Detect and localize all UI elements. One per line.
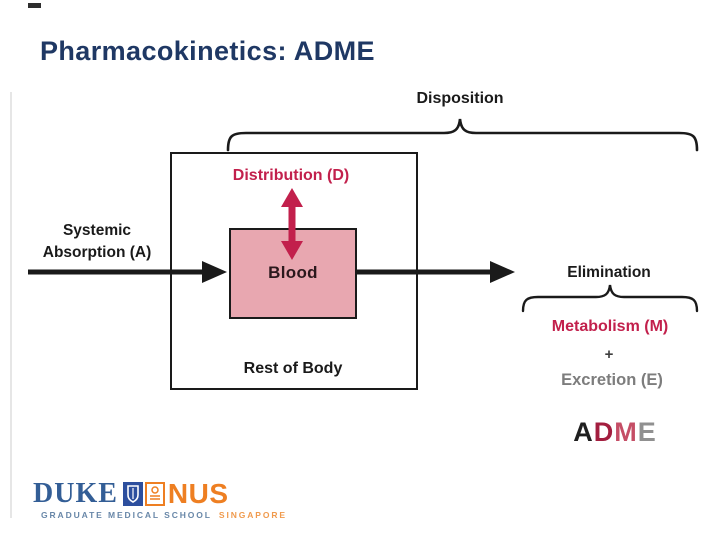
excretion-label: Excretion (E): [561, 371, 663, 389]
logo-subtitle: GRADUATE MEDICAL SCHOOL SINGAPORE: [41, 510, 287, 520]
page-title: Pharmacokinetics: ADME: [40, 36, 375, 66]
disposition-label: Disposition: [416, 90, 504, 107]
nus-shield-icon: [144, 482, 165, 506]
duke-wordmark: DUKE: [33, 478, 118, 509]
distribution-label: Distribution (D): [232, 167, 350, 184]
plus-label: +: [604, 346, 614, 363]
logo-subtitle-country: SINGAPORE: [218, 510, 287, 520]
screen-artifact-dash: [28, 3, 41, 8]
disposition-brace: [226, 118, 699, 152]
adme-letter-a: A: [573, 417, 594, 447]
duke-nus-logo: DUKE NUS GRADUATE MEDICAL SCHOOL SINGAPO…: [33, 478, 287, 521]
logo-wordmark: DUKE NUS: [33, 478, 287, 509]
systemic-absorption-label: Systemic Absorption (A): [43, 220, 151, 264]
left-margin-rule: [10, 92, 12, 518]
duke-shield-icon: [122, 482, 143, 506]
nus-wordmark: NUS: [167, 478, 229, 509]
blood-label: Blood: [268, 263, 318, 282]
adme-letter-e: E: [637, 417, 657, 447]
logo-subtitle-school: GRADUATE MEDICAL SCHOOL: [41, 510, 212, 520]
logo-shields: [122, 482, 165, 506]
rest-of-body-label: Rest of Body: [243, 360, 343, 377]
metabolism-label: Metabolism (M): [551, 318, 669, 335]
adme-letter-m: M: [614, 417, 638, 447]
adme-label: ADME: [573, 417, 657, 448]
elimination-label: Elimination: [567, 264, 651, 281]
systemic-absorption-line1: Systemic: [62, 222, 132, 239]
systemic-absorption-line2: Absorption (A): [42, 244, 152, 261]
elimination-brace: [521, 284, 699, 313]
adme-letter-d: D: [593, 417, 615, 447]
